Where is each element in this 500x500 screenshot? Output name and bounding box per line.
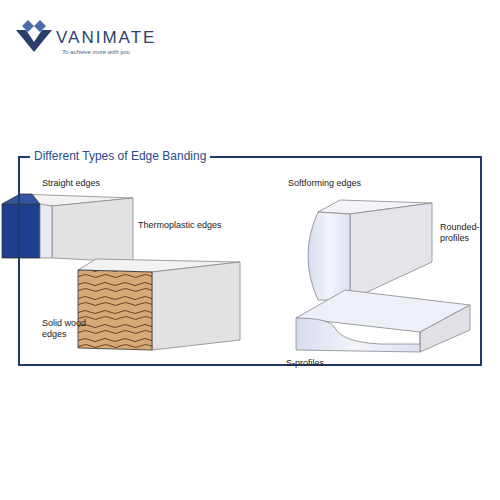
- frame-title: Different Types of Edge Banding: [30, 149, 210, 163]
- section-label: Softforming edges: [288, 178, 361, 189]
- part-label: Thermoplastic edges: [138, 220, 222, 231]
- part-label: Rounded-profiles: [440, 222, 482, 244]
- rounded-profile-board: [308, 200, 432, 300]
- part-label: Solid wood edges: [42, 318, 94, 340]
- logo-icon: [16, 20, 52, 52]
- thermoplastic-slab: [2, 194, 133, 262]
- brand-name: VANIMATE: [56, 28, 156, 48]
- s-profile-board: [296, 290, 470, 352]
- solid-wood-block: [78, 259, 240, 350]
- section-label: Straight edges: [42, 178, 100, 189]
- tagline: To achieve more with you: [62, 49, 130, 56]
- part-label: S-profiles: [286, 358, 324, 369]
